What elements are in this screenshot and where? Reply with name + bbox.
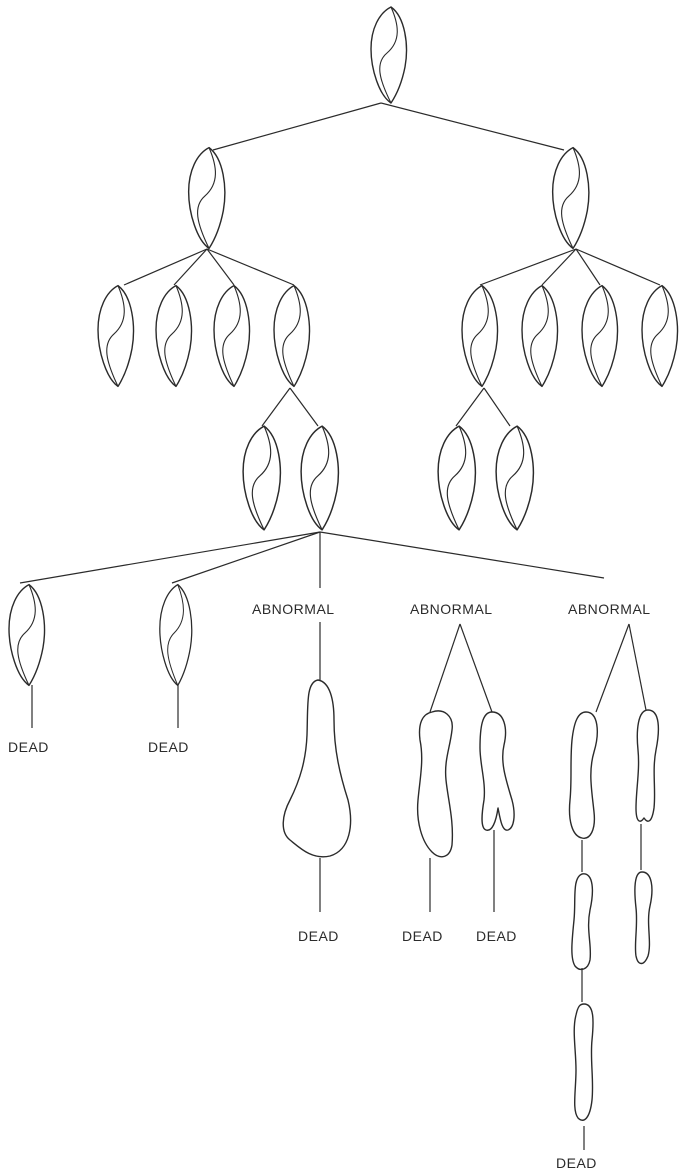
lineage-connectors	[20, 103, 660, 1150]
abnormal-cells	[283, 680, 658, 1120]
cell-gen2-3	[214, 286, 249, 387]
cell-gen3-2	[301, 426, 338, 530]
labels: ABNORMAL ABNORMAL ABNORMAL DEAD DEAD DEA…	[8, 601, 651, 1171]
dead-label-4: DEAD	[402, 928, 443, 944]
cell-gen1-left	[189, 148, 225, 249]
abnormal-cell-2b	[480, 712, 514, 830]
cell-gen2-5	[462, 286, 497, 387]
abnormal-label-1: ABNORMAL	[252, 601, 335, 617]
cell-gen3-4	[496, 426, 533, 530]
cell-gen4-1	[9, 585, 44, 686]
abnormal-cell-3b	[636, 710, 658, 821]
cell-gen2-8	[642, 286, 677, 387]
dead-label-5: DEAD	[476, 928, 517, 944]
cell-gen1-right	[553, 148, 589, 249]
cell-gen2-6	[522, 286, 557, 387]
dead-label-3: DEAD	[298, 928, 339, 944]
generation-3-cells	[243, 426, 533, 530]
abnormal-cell-large	[283, 680, 350, 857]
dead-label-2: DEAD	[148, 739, 189, 755]
abnormal-cell-3d	[635, 872, 652, 964]
dead-label-1: DEAD	[8, 739, 49, 755]
dead-label-6: DEAD	[556, 1155, 597, 1171]
cell-gen2-4	[274, 286, 309, 387]
cell-gen3-1	[243, 426, 280, 530]
abnormal-cell-2a	[418, 711, 453, 857]
generation-1-cells	[189, 148, 589, 249]
abnormal-label-2: ABNORMAL	[410, 601, 493, 617]
abnormal-cell-3a	[570, 712, 598, 838]
cell-gen2-2	[156, 286, 191, 387]
root-cell	[371, 7, 406, 103]
abnormal-cell-3e	[574, 1004, 593, 1120]
generation-2-cells	[98, 286, 677, 387]
generation-4-normal-cells	[9, 585, 192, 686]
cell-gen2-7	[582, 286, 617, 387]
cell-gen4-2	[160, 585, 192, 686]
cell-gen2-1	[98, 286, 133, 387]
abnormal-cell-3c	[572, 874, 593, 970]
cell-gen3-3	[438, 426, 475, 530]
abnormal-label-3: ABNORMAL	[568, 601, 651, 617]
